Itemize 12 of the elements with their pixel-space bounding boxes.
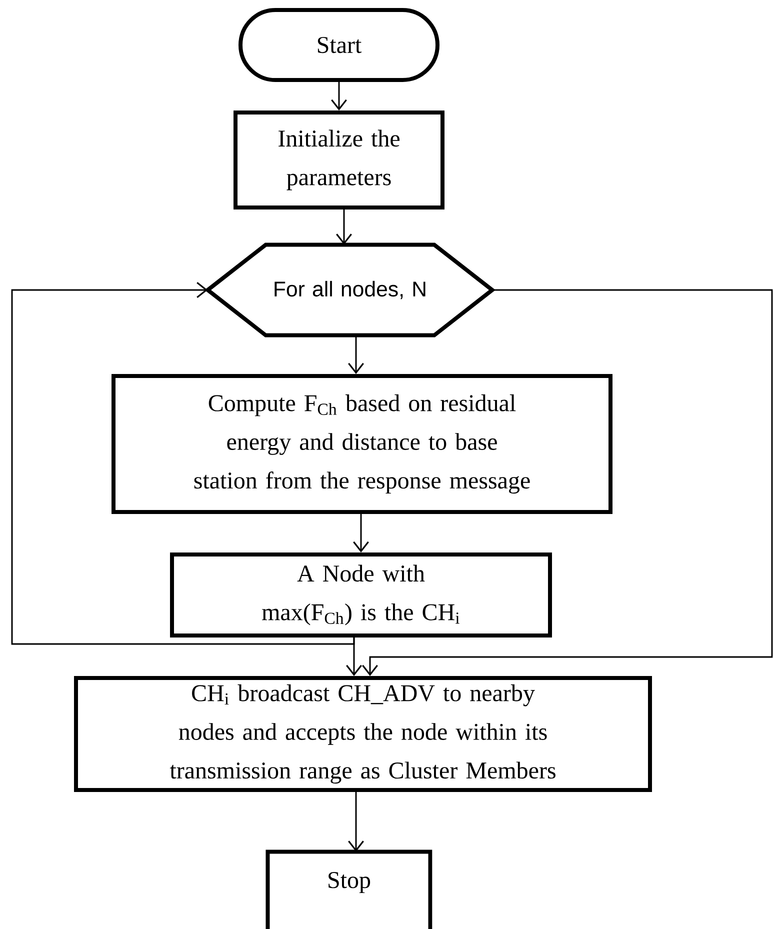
process-box: Initialize the parameters: [234, 110, 444, 210]
arrow: [353, 513, 369, 552]
process-box: Stop: [266, 850, 432, 929]
process-box: A Node with max(F$_{Ch}$) is the CH$_{i}$: [170, 552, 552, 638]
arrow: [11, 282, 355, 645]
arrow: [331, 81, 347, 110]
arrow: [348, 334, 364, 374]
arrow: [336, 208, 352, 245]
arrow: [348, 791, 364, 852]
arrow: [362, 289, 773, 676]
process-box: Compute F$_{Ch}$ based on residual energy and distance to base station from the response message: [112, 374, 612, 514]
process-box: CH$_{i}$ broadcast CH_ADV to nearby nodes and accepts the node within its transmission range as Cluster Members: [74, 676, 652, 792]
